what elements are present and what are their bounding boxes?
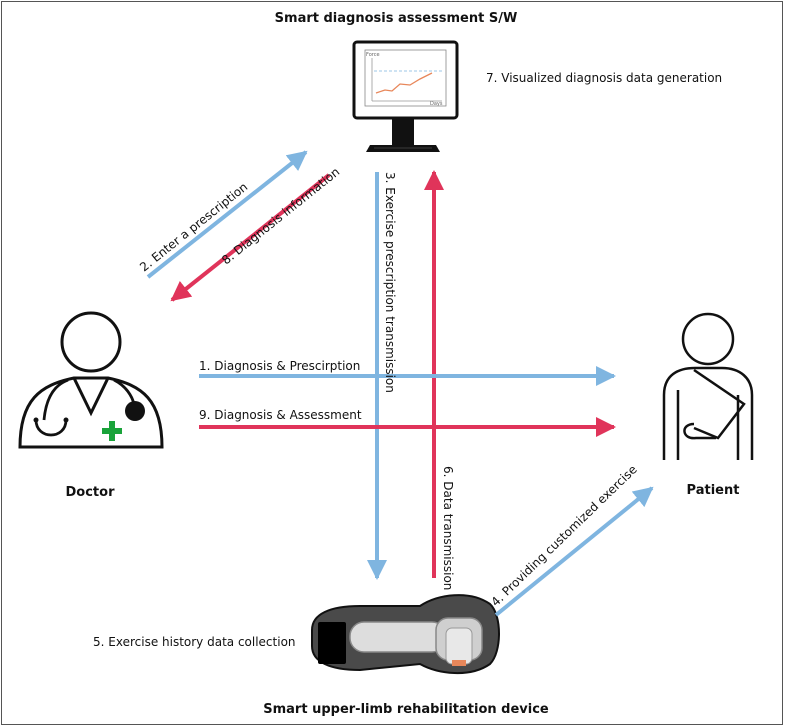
step-3-label: 3. Exercise prescription transmission [383, 172, 397, 393]
patient-icon [662, 312, 754, 460]
device-title: Smart upper-limb rehabilitation device [263, 702, 549, 717]
arrow-customized-exercise [494, 486, 654, 617]
arrow-enter-prescription [146, 150, 308, 279]
step-6-label: 6. Data transmission [441, 466, 455, 590]
step-4-label: 4. Providing customized exercise [488, 462, 639, 609]
step-8-label: 8. Diagnosis information [219, 165, 342, 268]
monitor-icon: Force Days [352, 40, 459, 152]
step-1-label: 1. Diagnosis & Prescirption [199, 359, 360, 373]
step-9-label: 9. Diagnosis & Assessment [199, 408, 362, 422]
monitor-x-axis-label: Days [430, 101, 443, 107]
monitor-y-axis-label: Force [366, 52, 380, 58]
rehab-device-icon [311, 594, 500, 675]
step-7-label: 7. Visualized diagnosis data generation [486, 71, 722, 85]
doctor-label: Doctor [66, 485, 116, 500]
doctor-icon [18, 311, 164, 449]
patient-label: Patient [687, 483, 740, 498]
arrow-diagnosis-information [170, 173, 331, 302]
software-title: Smart diagnosis assessment S/W [275, 11, 518, 26]
step-5-label: 5. Exercise history data collection [93, 635, 296, 649]
